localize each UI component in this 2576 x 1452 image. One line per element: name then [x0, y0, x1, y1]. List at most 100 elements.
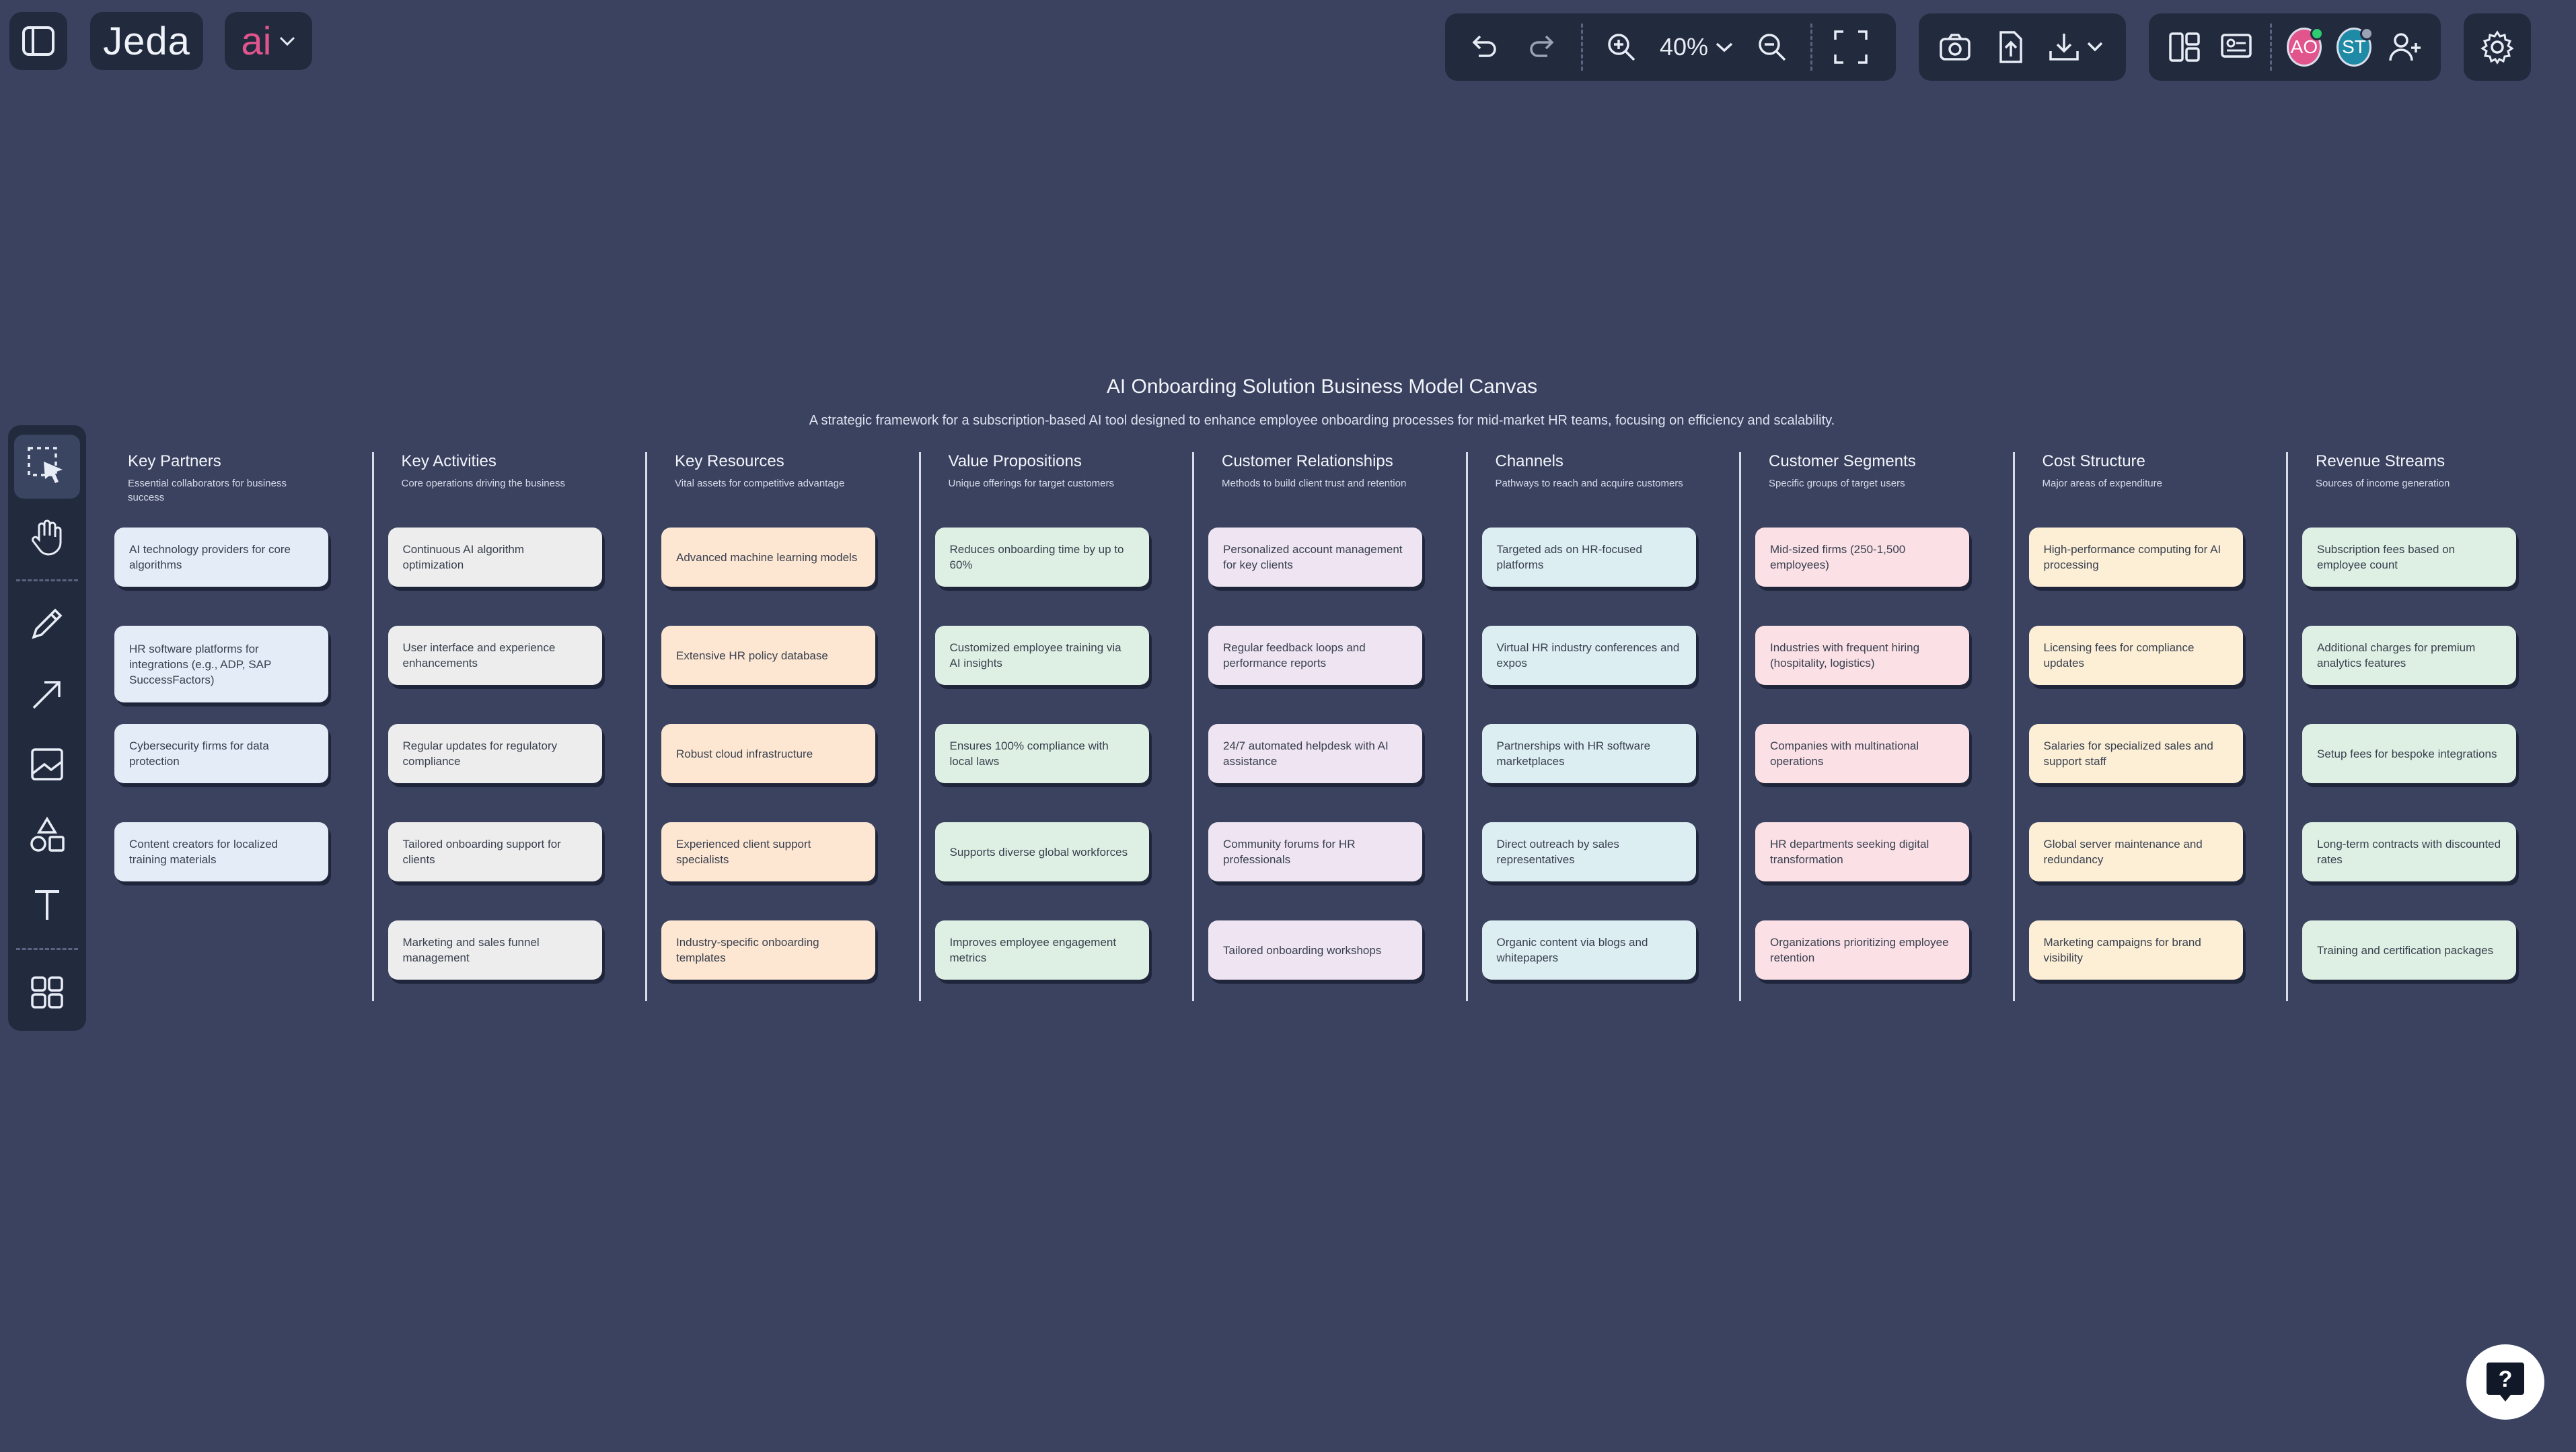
column-title[interactable]: Cost Structure: [2042, 452, 2145, 470]
sticky-note[interactable]: Training and certification packages: [2302, 920, 2516, 980]
sticky-note[interactable]: Tailored onboarding support for clients: [388, 822, 602, 881]
app-logo[interactable]: Jeda: [90, 12, 203, 70]
column-description[interactable]: Sources of income generation: [2316, 478, 2450, 489]
column-title[interactable]: Value Propositions: [948, 452, 1082, 470]
image-tool[interactable]: [14, 733, 80, 797]
sticky-note[interactable]: Advanced machine learning models: [661, 528, 875, 587]
sticky-note[interactable]: Improves employee engagement metrics: [934, 920, 1149, 980]
sticky-note-text: AI technology providers for core algorit…: [129, 543, 291, 571]
column-title[interactable]: Key Resources: [675, 452, 784, 470]
sticky-note[interactable]: Customized employee training via AI insi…: [934, 626, 1149, 685]
sticky-note[interactable]: Long-term contracts with discounted rate…: [2302, 822, 2516, 881]
canvas-subtitle[interactable]: A strategic framework for a subscription…: [809, 413, 1835, 428]
zoom-out-button[interactable]: [1751, 26, 1793, 68]
column-title[interactable]: Customer Segments: [1769, 452, 1916, 470]
sticky-note[interactable]: Setup fees for bespoke integrations: [2302, 724, 2516, 783]
sticky-note[interactable]: Personalized account management for key …: [1208, 528, 1422, 587]
sticky-note[interactable]: Cybersecurity firms for data protection: [114, 724, 328, 783]
column-title[interactable]: Customer Relationships: [1222, 452, 1393, 470]
arrow-tool[interactable]: [14, 663, 80, 727]
sticky-note[interactable]: Virtual HR industry conferences and expo…: [1481, 626, 1696, 685]
sidebar-icon: [22, 26, 54, 56]
sticky-note[interactable]: User interface and experience enhancemen…: [388, 626, 602, 685]
help-button[interactable]: ?: [2466, 1344, 2544, 1420]
templates-tool[interactable]: [14, 961, 80, 1025]
screenshot-button[interactable]: [1936, 26, 1974, 68]
zoom-level-dropdown[interactable]: 40%: [1660, 33, 1734, 61]
online-status-dot: [2310, 27, 2324, 40]
sticky-note[interactable]: Ensures 100% compliance with local laws: [934, 724, 1149, 783]
sticky-note[interactable]: HR departments seeking digital transform…: [1755, 822, 1969, 881]
column-description[interactable]: Unique offerings for target customers: [948, 478, 1115, 489]
canvas-title[interactable]: AI Onboarding Solution Business Model Ca…: [1106, 375, 1538, 398]
sticky-note[interactable]: Extensive HR policy database: [661, 626, 875, 685]
column-description[interactable]: Major areas of expenditure: [2042, 478, 2162, 489]
pen-tool[interactable]: [14, 592, 80, 656]
shape-tool[interactable]: [14, 803, 80, 867]
avatar[interactable]: ST: [2336, 27, 2374, 67]
column-title[interactable]: Key Activities: [401, 452, 496, 470]
sticky-note[interactable]: Content creators for localized training …: [114, 822, 328, 881]
download-menu-button[interactable]: [2047, 26, 2108, 68]
sticky-note[interactable]: Companies with multinational operations: [1755, 724, 1969, 783]
select-tool[interactable]: [14, 435, 80, 499]
sticky-note[interactable]: Licensing fees for compliance updates: [2028, 626, 2243, 685]
sticky-note-text: Advanced machine learning models: [676, 550, 858, 564]
sticky-note[interactable]: Marketing campaigns for brand visibility: [2028, 920, 2243, 980]
palette-separator: [16, 579, 78, 581]
logo-text: Jeda: [103, 19, 190, 63]
sticky-note[interactable]: Organizations prioritizing employee rete…: [1755, 920, 1969, 980]
zoom-in-button[interactable]: [1600, 26, 1642, 68]
settings-button[interactable]: [2464, 13, 2531, 81]
sticky-note[interactable]: AI technology providers for core algorit…: [114, 528, 328, 587]
column-description[interactable]: Specific groups of target users: [1769, 478, 1905, 489]
sticky-note[interactable]: Regular updates for regulatory complianc…: [388, 724, 602, 783]
sticky-note[interactable]: Direct outreach by sales representatives: [1481, 822, 1696, 881]
sticky-note[interactable]: Robust cloud infrastructure: [661, 724, 875, 783]
redo-button[interactable]: [1522, 26, 1563, 68]
ai-menu-button[interactable]: ai: [225, 12, 312, 70]
fit-screen-button[interactable]: [1830, 26, 1872, 68]
sticky-note[interactable]: Tailored onboarding workshops: [1208, 920, 1422, 980]
sticky-note[interactable]: Subscription fees based on employee coun…: [2302, 528, 2516, 587]
sticky-note[interactable]: HR software platforms for integrations (…: [114, 626, 328, 702]
column-description[interactable]: Vital assets for competitive advantage: [675, 478, 845, 489]
column-description[interactable]: Pathways to reach and acquire customers: [1495, 478, 1683, 489]
sticky-note[interactable]: 24/7 automated helpdesk with AI assistan…: [1208, 724, 1422, 783]
sticky-note[interactable]: Marketing and sales funnel management: [388, 920, 602, 980]
sticky-note[interactable]: Global server maintenance and redundancy: [2028, 822, 2243, 881]
hand-tool[interactable]: [14, 505, 80, 569]
column-description[interactable]: Essential collaborators for business suc…: [128, 478, 287, 503]
sticky-note[interactable]: High-performance computing for AI proces…: [2028, 528, 2243, 587]
sticky-note[interactable]: Organic content via blogs and whitepaper…: [1481, 920, 1696, 980]
sidebar-toggle-button[interactable]: [9, 12, 67, 70]
sticky-note[interactable]: Community forums for HR professionals: [1208, 822, 1422, 881]
sticky-note[interactable]: Mid-sized firms (250-1,500 employees): [1755, 528, 1969, 587]
column-title[interactable]: Revenue Streams: [2316, 452, 2445, 470]
sticky-note[interactable]: Partnerships with HR software marketplac…: [1481, 724, 1696, 783]
column-title[interactable]: Channels: [1495, 452, 1563, 470]
sticky-note[interactable]: Regular feedback loops and performance r…: [1208, 626, 1422, 685]
column-description[interactable]: Core operations driving the business: [401, 478, 565, 489]
sticky-note[interactable]: Industry-specific onboarding templates: [661, 920, 875, 980]
sticky-note[interactable]: Targeted ads on HR-focused platforms: [1481, 528, 1696, 587]
sticky-note[interactable]: Industries with frequent hiring (hospita…: [1755, 626, 1969, 685]
sticky-note[interactable]: Additional charges for premium analytics…: [2302, 626, 2516, 685]
palette-separator: [16, 947, 78, 950]
upload-file-button[interactable]: [1991, 26, 2029, 68]
column-description[interactable]: Methods to build client trust and retent…: [1222, 478, 1407, 489]
sticky-note[interactable]: Reduces onboarding time by up to 60%: [934, 528, 1149, 587]
sticky-note[interactable]: Experienced client support specialists: [661, 822, 875, 881]
undo-button[interactable]: [1463, 26, 1504, 68]
layout-icon: [2169, 32, 2201, 62]
text-tool[interactable]: [14, 873, 80, 937]
invite-user-button[interactable]: [2386, 26, 2423, 68]
sticky-note[interactable]: Continuous AI algorithm optimization: [388, 528, 602, 587]
sticky-note[interactable]: Salaries for specialized sales and suppo…: [2028, 724, 2243, 783]
sticky-note[interactable]: Supports diverse global workforces: [934, 822, 1149, 881]
avatar[interactable]: AO: [2286, 27, 2324, 67]
layout-button[interactable]: [2166, 26, 2203, 68]
column-title[interactable]: Key Partners: [128, 452, 221, 470]
present-button[interactable]: [2218, 26, 2255, 68]
